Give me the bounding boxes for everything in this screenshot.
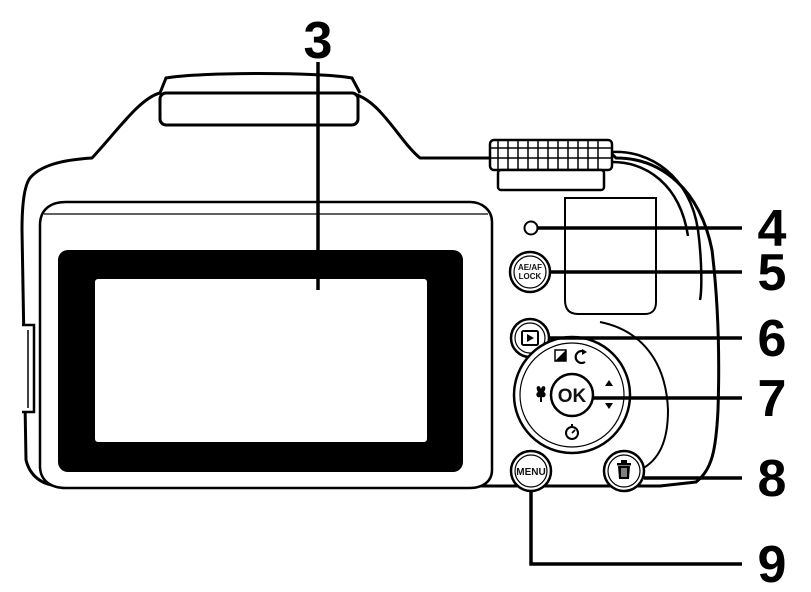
callout-4: 4 — [758, 200, 787, 258]
up-down-arrows-icon — [605, 380, 613, 409]
callout-7: 7 — [758, 370, 787, 428]
exposure-compensation-icon — [554, 349, 567, 362]
callout-5: 5 — [758, 244, 787, 302]
callout-3: 3 — [304, 12, 333, 70]
callout-numbers: 3 4 5 6 7 8 9 — [304, 12, 787, 592]
callout-9: 9 — [758, 536, 787, 592]
leader-lines — [316, 62, 742, 566]
flower-macro-icon — [536, 386, 546, 402]
top-hump — [158, 72, 362, 127]
grip-contour — [564, 197, 670, 471]
lcd-screen — [58, 250, 463, 472]
delete-button[interactable] — [602, 449, 646, 493]
play-triangle-icon — [521, 330, 539, 346]
menu-button[interactable]: MENU — [509, 449, 553, 493]
side-door — [22, 323, 36, 414]
rotate-icon — [574, 349, 587, 365]
aeaf-lock-label-line2: LOCK — [519, 272, 542, 281]
status-led-icon — [523, 220, 539, 236]
aeaf-lock-label-line1: AE/AF — [518, 263, 542, 272]
ok-label: OK — [558, 386, 587, 407]
self-timer-icon — [565, 424, 579, 440]
strap-lug — [611, 150, 703, 301]
callout-6: 6 — [758, 310, 787, 368]
ok-button[interactable]: OK — [549, 372, 595, 418]
trash-icon — [617, 460, 631, 479]
callout-8: 8 — [758, 450, 787, 508]
aeaf-lock-button[interactable]: AE/AF LOCK — [508, 250, 552, 294]
mode-dial[interactable] — [488, 138, 614, 192]
navigation-pad[interactable]: OK — [512, 335, 632, 455]
leader-9 — [529, 491, 742, 566]
menu-label: MENU — [516, 467, 545, 478]
